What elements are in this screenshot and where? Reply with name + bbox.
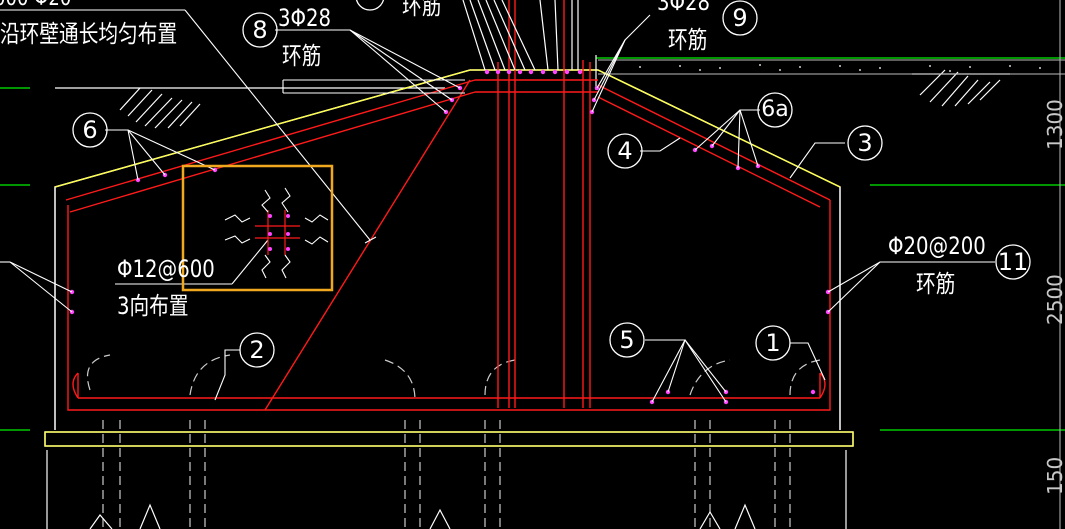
rebar-11-spec: Φ20@200 [888, 232, 986, 260]
piles [86, 354, 821, 529]
dimension-1300: 1300 [1043, 99, 1065, 150]
pile-tips [46, 450, 847, 529]
rebar-8-type: 环筋 [282, 42, 322, 70]
callout-3: 3 [857, 129, 873, 157]
pin-rebar-spec: Φ12@600 [117, 255, 215, 283]
callout-5: 5 [619, 326, 635, 354]
callout-circles [72, 0, 1031, 368]
callout-9: 9 [732, 4, 748, 32]
callout-6: 6 [82, 116, 98, 144]
callout-11: 11 [997, 248, 1029, 276]
pavement-layer [598, 59, 1065, 75]
rebar-9-spec: 3Φ28 [657, 0, 711, 16]
green-level-lines [0, 57, 1065, 431]
callout-2: 2 [249, 336, 265, 364]
dimension-2500: 2500 [1043, 274, 1065, 325]
callout-4: 4 [617, 137, 633, 165]
soil-hatch-left [55, 87, 445, 129]
rebar-11-type: 环筋 [916, 270, 956, 298]
rebar-cage [65, 79, 831, 411]
rebar-9-type: 环筋 [668, 26, 708, 54]
column-anchor-bars [462, 0, 597, 90]
callout-6a: 6a [761, 97, 789, 122]
pin-rebar-layout: 3向布置 [117, 292, 189, 320]
leader-lines [0, 9, 995, 403]
soil-hatch-right [912, 69, 1010, 107]
top-clipped-label: 000 Φ20 [0, 0, 71, 10]
detail-highlight-box[interactable] [181, 164, 334, 292]
dimension-150: 150 [1043, 456, 1065, 495]
rebar-8-spec: 3Φ28 [278, 4, 332, 32]
callout-1: 1 [765, 329, 781, 357]
column [497, 0, 591, 408]
callout-8: 8 [252, 16, 268, 44]
wall-note: 沿环壁通长均匀布置 [0, 20, 178, 48]
rebar-top-type: 环筋 [402, 0, 442, 20]
